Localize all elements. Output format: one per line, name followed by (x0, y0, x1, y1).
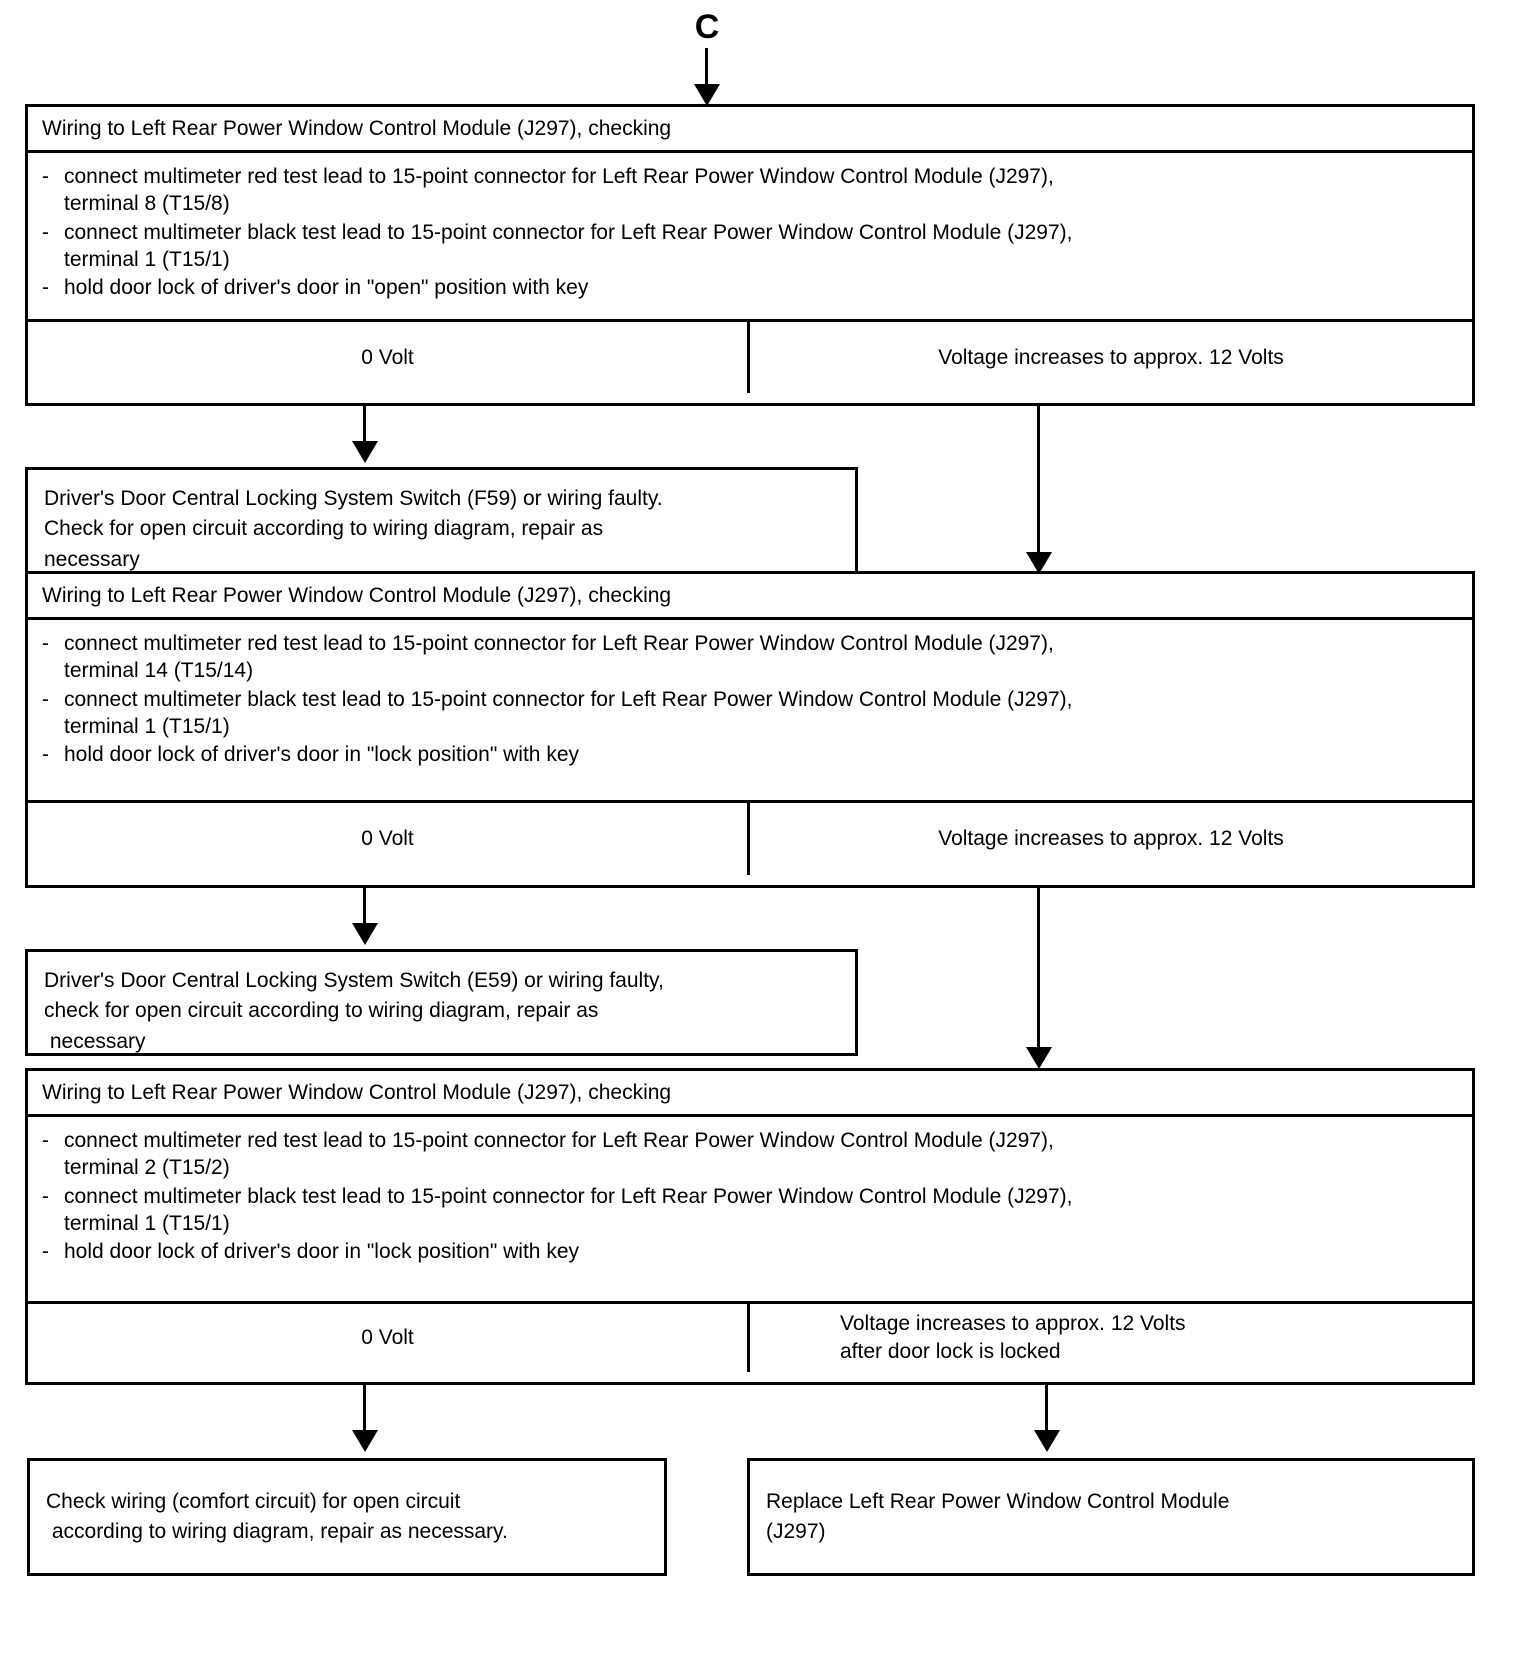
test-box-2-title: Wiring to Left Rear Power Window Control… (28, 574, 1472, 620)
test-step: - hold door lock of driver's door in "op… (42, 274, 1458, 301)
test-step-text-cont: terminal 1 (T15/1) (64, 247, 230, 271)
bullet-dash-icon: - (42, 1129, 49, 1152)
bullet-dash-icon: - (42, 1184, 49, 1208)
test-step-text: connect multimeter black test lead to 15… (64, 1184, 1073, 1208)
fault-box-f59: Driver's Door Central Locking System Swi… (25, 467, 858, 574)
test-step: - connect multimeter black test lead to … (42, 1183, 1458, 1238)
test-step-text: hold door lock of driver's door in "open… (64, 276, 589, 300)
connector-test3-left-line (363, 1385, 366, 1433)
result-text: 0 Volt (361, 1326, 414, 1350)
result-text: Voltage increases to approx. 12 Volts (938, 345, 1284, 369)
test-step-text: connect multimeter red test lead to 15-p… (64, 165, 1054, 188)
fault-box-e59: Driver's Door Central Locking System Swi… (25, 949, 858, 1056)
test-box-3-title: Wiring to Left Rear Power Window Control… (28, 1071, 1472, 1117)
result-text: 0 Volt (361, 345, 414, 369)
outcome-box-check-wiring: Check wiring (comfort circuit) for open … (27, 1458, 667, 1576)
test-step: - connect multimeter red test lead to 15… (42, 630, 1458, 685)
bullet-dash-icon: - (42, 276, 49, 300)
fault-box-e59-line2: check for open circuit according to wiri… (44, 999, 599, 1023)
test-step-text-cont: terminal 1 (T15/1) (64, 1211, 230, 1235)
connector-test2-left-line (363, 888, 366, 926)
result-cell-zero-volt: 0 Volt (28, 1304, 750, 1372)
test-step: - connect multimeter black test lead to … (42, 219, 1458, 274)
test-step-text: connect multimeter red test lead to 15-p… (64, 1129, 1054, 1152)
test-step: - connect multimeter red test lead to 15… (42, 163, 1458, 218)
test-box-1-steps: - connect multimeter red test lead to 15… (28, 153, 1472, 322)
connector-entry-arrow (694, 84, 720, 106)
test-step: - hold door lock of driver's door in "lo… (42, 1238, 1458, 1265)
fault-box-f59-line1: Driver's Door Central Locking System Swi… (44, 487, 663, 510)
connector-test1-left-arrow (352, 441, 378, 463)
test-step-text: hold door lock of driver's door in "lock… (64, 1240, 579, 1264)
outcome-right-line1: Replace Left Rear Power Window Control M… (766, 1490, 1230, 1513)
result-cell-zero-volt: 0 Volt (28, 803, 750, 875)
result-text: Voltage increases to approx. 12 Volts (938, 827, 1284, 851)
test-box-2-results: 0 Volt Voltage increases to approx. 12 V… (28, 803, 1472, 875)
test-step: - connect multimeter red test lead to 15… (42, 1127, 1458, 1182)
fault-box-f59-line2: Check for open circuit according to wiri… (44, 517, 604, 541)
test-step-text: connect multimeter black test lead to 15… (64, 687, 1073, 711)
test-box-3: Wiring to Left Rear Power Window Control… (25, 1068, 1475, 1385)
result-cell-twelve-volt: Voltage increases to approx. 12 Volts af… (750, 1304, 1472, 1372)
result-cell-zero-volt: 0 Volt (28, 322, 750, 393)
fault-box-f59-line3: necessary (44, 547, 140, 571)
outcome-box-replace-module: Replace Left Rear Power Window Control M… (747, 1458, 1475, 1576)
bullet-dash-icon: - (42, 220, 49, 244)
test-step: - connect multimeter black test lead to … (42, 686, 1458, 741)
result-cell-twelve-volt: Voltage increases to approx. 12 Volts (750, 803, 1472, 875)
test-step-text-cont: terminal 14 (T15/14) (64, 659, 254, 683)
entry-connector-label: C (694, 8, 720, 46)
connector-test1-left-line (363, 406, 366, 444)
test-box-2: Wiring to Left Rear Power Window Control… (25, 571, 1475, 888)
connector-entry-line (705, 48, 708, 88)
outcome-left-line1: Check wiring (comfort circuit) for open … (46, 1490, 461, 1513)
test-step-text-cont: terminal 1 (T15/1) (64, 714, 230, 738)
test-box-1-results: 0 Volt Voltage increases to approx. 12 V… (28, 322, 1472, 393)
result-text-line2: after door lock is locked (840, 1340, 1061, 1363)
test-step-text: connect multimeter red test lead to 15-p… (64, 632, 1054, 655)
test-box-1: Wiring to Left Rear Power Window Control… (25, 104, 1475, 406)
test-box-2-steps: - connect multimeter red test lead to 15… (28, 620, 1472, 803)
connector-test1-right-arrow (1026, 552, 1052, 574)
outcome-left-line2: according to wiring diagram, repair as n… (46, 1520, 508, 1544)
result-text: 0 Volt (361, 827, 414, 851)
fault-box-e59-line3: necessary (44, 1029, 146, 1053)
test-step-text-cont: terminal 2 (T15/2) (64, 1156, 230, 1180)
outcome-right-line2: (J297) (766, 1520, 826, 1544)
fault-box-e59-line1: Driver's Door Central Locking System Swi… (44, 969, 664, 992)
test-box-3-results: 0 Volt Voltage increases to approx. 12 V… (28, 1304, 1472, 1372)
bullet-dash-icon: - (42, 165, 49, 188)
connector-test1-right-line (1037, 406, 1040, 556)
bullet-dash-icon: - (42, 632, 49, 655)
result-text: Voltage increases to approx. 12 Volts (840, 1312, 1186, 1336)
test-box-3-steps: - connect multimeter red test lead to 15… (28, 1117, 1472, 1304)
result-cell-twelve-volt: Voltage increases to approx. 12 Volts (750, 322, 1472, 393)
connector-test2-left-arrow (352, 923, 378, 945)
connector-test3-left-arrow (352, 1430, 378, 1452)
connector-test2-right-arrow (1026, 1047, 1052, 1069)
test-step-text: connect multimeter black test lead to 15… (64, 220, 1073, 244)
bullet-dash-icon: - (42, 1240, 49, 1264)
connector-test2-right-line (1037, 888, 1040, 1051)
bullet-dash-icon: - (42, 743, 49, 767)
test-step-text-cont: terminal 8 (T15/8) (64, 192, 230, 216)
connector-test3-right-line (1045, 1385, 1048, 1433)
test-step-text: hold door lock of driver's door in "lock… (64, 743, 579, 767)
test-box-1-title: Wiring to Left Rear Power Window Control… (28, 107, 1472, 153)
bullet-dash-icon: - (42, 687, 49, 711)
connector-test3-right-arrow (1034, 1430, 1060, 1452)
test-step: - hold door lock of driver's door in "lo… (42, 741, 1458, 768)
